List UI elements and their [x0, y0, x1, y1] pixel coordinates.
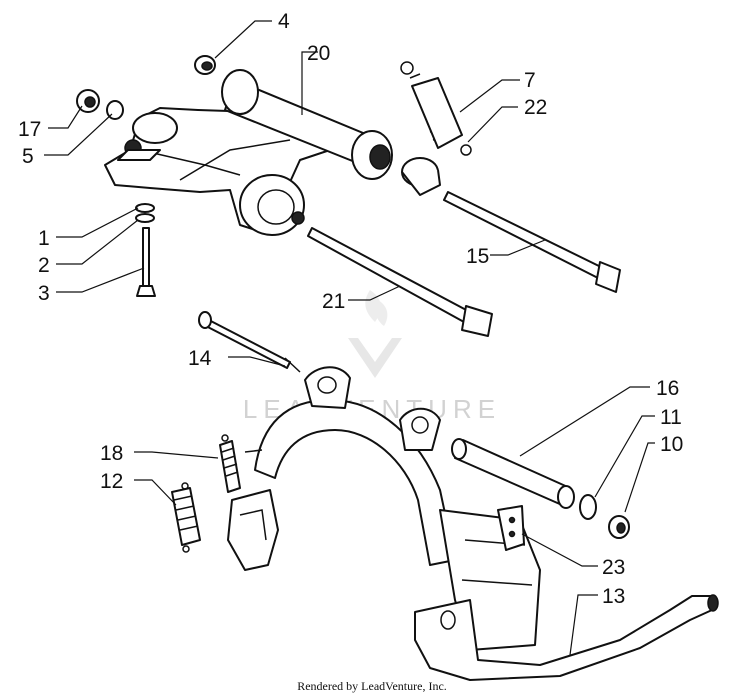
clip-11-part	[579, 494, 597, 520]
nut-10-part	[608, 515, 630, 539]
bolt-3-part	[136, 227, 156, 297]
callout-12: 12	[100, 470, 123, 493]
swing-arm-part	[104, 107, 341, 236]
callout-5: 5	[22, 145, 34, 168]
watermark-logo	[348, 290, 402, 378]
nut-4-part	[194, 55, 216, 75]
callout-1: 1	[38, 227, 50, 250]
bolt-14-part	[198, 311, 301, 373]
callout-11: 11	[660, 406, 682, 429]
bushing-22-part	[401, 157, 441, 196]
bracket-23-part	[497, 505, 525, 551]
leader-lines	[44, 20, 655, 656]
callout-7: 7	[524, 69, 536, 92]
pin-16-part	[451, 438, 575, 509]
callout-10: 10	[660, 433, 683, 456]
callout-22: 22	[524, 96, 547, 119]
nut-17-part	[76, 89, 100, 113]
callout-3: 3	[38, 282, 50, 305]
callout-20: 20	[307, 42, 330, 65]
spring-7-part	[400, 61, 472, 156]
callout-14: 14	[188, 347, 212, 370]
bushing-tube-part	[221, 69, 393, 180]
callout-2: 2	[38, 254, 50, 277]
washers-1-2-part	[135, 203, 155, 223]
footer-credit: Rendered by LeadVenture, Inc.	[297, 679, 447, 693]
callout-15: 15	[466, 245, 489, 268]
bolt-21-part	[307, 227, 493, 337]
callout-23: 23	[602, 556, 625, 579]
callout-17: 17	[18, 118, 41, 141]
callout-21: 21	[322, 290, 345, 313]
main-stand-part	[227, 366, 719, 681]
spring-12-part	[171, 482, 201, 553]
bolt-15-part	[443, 191, 621, 293]
callout-16: 16	[656, 377, 679, 400]
callout-4: 4	[278, 10, 290, 33]
callout-labels: 4 20 7 22 17 5 1 2 3 15 21 14 16 11 10 1…	[18, 10, 683, 608]
spring-18-part	[219, 434, 263, 493]
callout-18: 18	[100, 442, 123, 465]
callout-13: 13	[602, 585, 625, 608]
